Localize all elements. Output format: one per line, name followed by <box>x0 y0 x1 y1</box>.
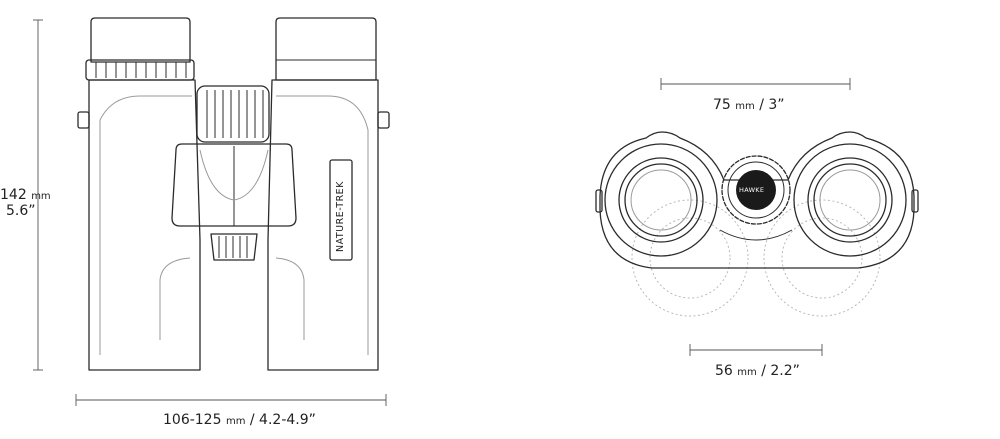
width-label: 106-125 mm / 4.2-4.9” <box>163 412 316 430</box>
eyepiece-span-value: 56 <box>715 363 733 379</box>
left-eyecup <box>90 17 191 63</box>
focus-wheel <box>196 85 270 143</box>
right-barrel <box>267 79 379 371</box>
focus-wheel-knurl <box>206 90 264 138</box>
left-barrel <box>88 79 201 371</box>
model-name-text: NATURE-TREK <box>335 181 346 252</box>
width-unit: mm <box>225 416 246 427</box>
left-barrel-contour <box>99 95 192 121</box>
width-imperial: / 4.2-4.9” <box>249 412 316 428</box>
model-badge <box>329 159 353 261</box>
hinge-bridge <box>171 143 297 227</box>
left-objective-rim <box>618 157 704 243</box>
top-view <box>595 78 919 356</box>
objective-span-unit: mm <box>735 101 755 112</box>
right-tube-folded-outline <box>763 199 881 317</box>
height-imperial: 5.6” <box>6 203 36 219</box>
left-ring-knurl <box>95 62 187 78</box>
eyepiece-span-label: 56 mm / 2.2” <box>715 363 800 381</box>
eyepiece-span-imperial: / 2.2” <box>761 363 800 379</box>
left-objective-lens <box>624 163 698 237</box>
right-objective-housing <box>793 143 907 257</box>
left-objective-housing <box>604 143 718 257</box>
right-barrel-contour <box>276 95 369 355</box>
left-tube-folded-outline <box>631 199 749 317</box>
height-label: 142 mm <box>0 187 51 205</box>
hawke-logo-disc <box>736 170 776 210</box>
objective-span-label: 75 mm / 3” <box>713 97 785 115</box>
height-value: 142 <box>0 187 27 203</box>
left-diopter-ring <box>85 59 195 81</box>
lower-diopter-knob <box>210 233 258 261</box>
right-objective-lens <box>813 163 887 237</box>
objective-span-imperial: / 3” <box>759 97 785 113</box>
hawke-logo-text: HAWKE <box>739 186 765 194</box>
front-view <box>33 17 390 406</box>
focus-wheel-top <box>721 155 791 225</box>
height-unit: mm <box>31 191 51 202</box>
eyepiece-span-unit: mm <box>737 367 757 378</box>
objective-span-value: 75 <box>713 97 731 113</box>
right-objective-rim <box>807 157 893 243</box>
width-value: 106-125 <box>163 412 222 428</box>
body-outline <box>599 131 915 269</box>
left-strap-lug <box>77 111 90 129</box>
right-eyecup <box>275 17 377 81</box>
right-strap-lug <box>377 111 390 129</box>
